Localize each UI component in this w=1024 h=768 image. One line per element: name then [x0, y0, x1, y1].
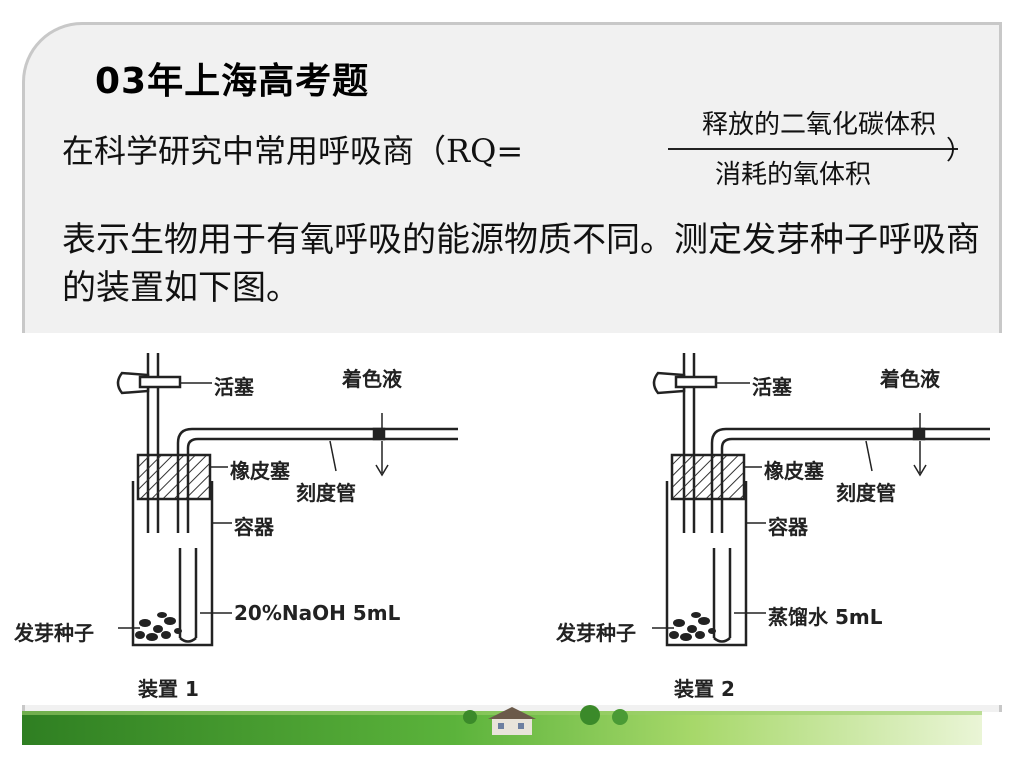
apparatus-1-drawing	[116, 353, 458, 647]
footer-grass-banner	[0, 705, 1024, 768]
label-rubber-stopper-1: 橡皮塞	[230, 459, 290, 483]
label-stopcock-2: 活塞	[752, 375, 792, 399]
label-graduated-tube-2: 刻度管	[836, 481, 896, 505]
apparatus-drawing	[116, 353, 990, 647]
label-seeds-2: 发芽种子	[556, 621, 636, 645]
description-paragraph: 表示生物用于有氧呼吸的能源物质不同。测定发芽种子呼吸商的装置如下图。	[62, 220, 980, 308]
house-icon	[488, 707, 536, 735]
tree-icon	[612, 709, 628, 725]
apparatus-figure: 活塞 着色液 橡皮塞 刻度管 容器 20%NaOH 5mL 发芽种子 装置 1 …	[0, 333, 1024, 705]
label-graduated-tube-1: 刻度管	[296, 481, 356, 505]
intro-text: 在科学研究中常用呼吸商（RQ=	[62, 132, 524, 170]
seeds-2-drawing	[669, 612, 716, 641]
tree-icon	[580, 705, 600, 725]
label-seeds-1: 发芽种子	[14, 621, 94, 645]
formula-numerator: 释放的二氧化碳体积	[701, 110, 936, 140]
label-solution-1: 20%NaOH 5mL	[234, 601, 401, 625]
fraction-bar	[668, 148, 958, 150]
apparatus-2-drawing	[652, 353, 990, 647]
label-solution-2: 蒸馏水 5mL	[768, 605, 883, 629]
grass-decoration	[22, 705, 982, 745]
formula-denominator: 消耗的氧体积	[714, 160, 871, 190]
label-container-2: 容器	[768, 515, 808, 539]
seeds-1-drawing	[135, 612, 182, 641]
formula-close-paren: ）	[946, 136, 973, 166]
label-colored-liquid-2: 着色液	[880, 367, 940, 391]
label-stopcock-1: 活塞	[214, 375, 254, 399]
caption-apparatus-2: 装置 2	[674, 677, 735, 701]
slide-title: 03年上海高考题	[95, 61, 370, 102]
label-rubber-stopper-2: 橡皮塞	[764, 459, 824, 483]
label-container-1: 容器	[234, 515, 274, 539]
caption-apparatus-1: 装置 1	[138, 677, 199, 701]
tree-icon	[463, 710, 477, 724]
label-colored-liquid-1: 着色液	[342, 367, 402, 391]
